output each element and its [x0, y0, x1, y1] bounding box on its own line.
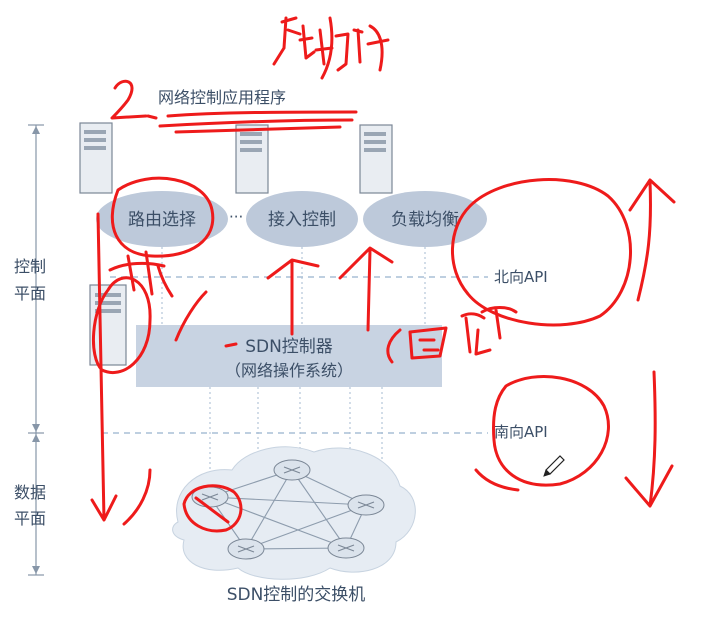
annotation-up-arrow-right: [338, 246, 394, 332]
app-access-control-ellipse: [246, 191, 358, 247]
annotation-curve: [474, 468, 520, 492]
app-load-balance-label: 负载均衡: [391, 210, 459, 230]
annotation-underline: [166, 110, 358, 118]
annotation-tick: [174, 290, 208, 342]
annotation-circle-switch: [182, 484, 243, 533]
app-access-control-label: 接入控制: [268, 210, 336, 230]
annotation-dot: [224, 342, 238, 348]
switch-icon: [347, 494, 385, 516]
switches-caption: SDN控制的交换机: [227, 585, 366, 605]
handwritten-annotations: [90, 16, 676, 533]
app-layer-title: 网络控制应用程序: [158, 88, 286, 107]
server-icon: [235, 124, 269, 194]
annotation-up-arrow-mid: [266, 258, 320, 336]
sdn-controller-box: [136, 325, 442, 387]
annotation-word-stroke: [272, 16, 390, 80]
server-icon: [359, 124, 393, 194]
annotation-underline: [158, 118, 354, 128]
control-plane-label-line2: 平面: [14, 284, 46, 303]
annotation-curve: [122, 468, 152, 526]
annotation-number-two: [110, 79, 148, 120]
annotation-down-arrow-far-right: [624, 370, 674, 508]
apps-ellipsis: ···: [229, 208, 243, 226]
annotation-dot: [146, 114, 158, 120]
northbound-api-label: 北向API: [494, 268, 548, 286]
annotation-scribble: [108, 250, 174, 298]
annotation-down-arrow-left: [90, 212, 118, 522]
plane-bracket: [28, 124, 44, 576]
controller-label-line1: SDN控制器: [245, 337, 333, 357]
annotation-up-arrow-far-right: [628, 178, 676, 302]
pencil-cursor-icon: [543, 455, 565, 477]
annotation-circle-northbound: [451, 178, 632, 327]
server-icon: [79, 122, 113, 194]
data-plane-label-line1: 数据: [14, 483, 46, 502]
switch-icon: [327, 537, 365, 559]
app-routing-ellipse: [96, 191, 228, 247]
data-plane-label-line2: 平面: [14, 509, 46, 528]
annotation-underline: [174, 125, 342, 134]
annotation-handwritten-word: [386, 306, 518, 364]
switch-icon: [273, 459, 311, 481]
control-plane-label-line1: 控制: [14, 257, 46, 276]
annotation-circle-routing: [110, 176, 215, 258]
app-routing-label: 路由选择: [128, 210, 196, 230]
switch-icon: [227, 538, 265, 560]
annotation-circle-southbound: [492, 375, 610, 487]
southbound-api-label: 南向API: [494, 423, 548, 441]
controller-label-line2: （网络操作系统）: [225, 361, 353, 380]
